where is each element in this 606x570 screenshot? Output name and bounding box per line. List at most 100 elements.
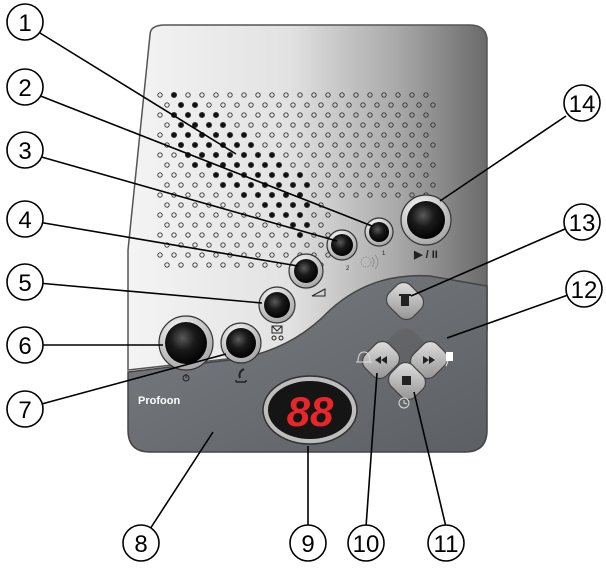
grill-hole xyxy=(353,172,359,178)
grill-hole xyxy=(248,242,254,248)
message-button[interactable] xyxy=(258,286,296,324)
grill-hole xyxy=(381,92,387,98)
grill-hole xyxy=(367,92,373,98)
grill-hole xyxy=(269,252,275,258)
grill-hole xyxy=(191,161,199,169)
callout-10: 10 xyxy=(347,524,385,562)
grill-hole xyxy=(402,162,408,168)
grill-hole xyxy=(402,142,408,148)
grill-hole xyxy=(164,102,170,108)
grill-hole xyxy=(275,161,283,169)
speaker-grill xyxy=(157,91,436,268)
grill-hole xyxy=(402,122,408,128)
grill-hole xyxy=(227,112,233,118)
message-tape-icon xyxy=(271,325,284,341)
grill-hole xyxy=(192,182,198,188)
grill-hole xyxy=(409,92,415,98)
grill-hole xyxy=(283,152,289,158)
grill-hole xyxy=(388,182,394,188)
memory-button-1[interactable] xyxy=(364,217,394,247)
volume-button[interactable] xyxy=(288,253,324,289)
grill-hole xyxy=(353,192,359,198)
grill-hole xyxy=(234,262,240,268)
grill-hole xyxy=(262,242,268,248)
grill-hole xyxy=(318,182,324,188)
play-pause-label: ▶ / II xyxy=(413,249,438,261)
grill-hole xyxy=(360,102,366,108)
grill-hole xyxy=(206,242,212,248)
rewind-button[interactable] xyxy=(358,337,403,382)
bell-icon xyxy=(356,351,372,363)
grill-hole xyxy=(325,132,331,138)
grill-hole xyxy=(261,161,269,169)
grill-hole xyxy=(346,182,352,188)
grill-hole xyxy=(402,102,408,108)
grill-hole xyxy=(164,262,170,268)
grill-hole xyxy=(191,141,199,149)
grill-hole xyxy=(199,232,205,238)
stop-button[interactable] xyxy=(384,358,429,403)
grill-hole xyxy=(282,211,290,219)
handset-button[interactable] xyxy=(220,322,262,364)
grill-hole xyxy=(199,212,205,218)
grill-hole xyxy=(213,232,219,238)
delete-button[interactable] xyxy=(382,278,427,323)
grill-hole xyxy=(184,111,192,119)
display-window: 88 xyxy=(262,375,358,445)
grill-hole xyxy=(381,152,387,158)
grill-hole xyxy=(388,142,394,148)
rewind-icon xyxy=(375,356,387,364)
grill-hole xyxy=(304,162,310,168)
grill-hole xyxy=(268,171,276,179)
callout-9: 9 xyxy=(289,524,327,562)
grill-hole xyxy=(423,112,429,118)
grill-hole xyxy=(353,92,359,98)
grill-hole xyxy=(185,232,191,238)
grill-hole xyxy=(171,212,177,218)
grill-hole xyxy=(171,172,177,178)
play-pause-button[interactable] xyxy=(400,194,452,246)
grill-hole xyxy=(409,132,415,138)
grill-hole xyxy=(388,162,394,168)
grill-hole xyxy=(296,231,304,239)
grill-hole xyxy=(185,252,191,258)
grill-hole xyxy=(275,201,283,209)
grill-hole xyxy=(164,162,170,168)
callout-1: 1 xyxy=(6,3,44,41)
grill-hole xyxy=(164,182,170,188)
grill-hole xyxy=(178,182,184,188)
grill-hole xyxy=(416,102,422,108)
grill-hole xyxy=(199,192,205,198)
grill-hole xyxy=(423,152,429,158)
speaker-icon xyxy=(360,254,379,270)
grill-hole xyxy=(234,202,240,208)
grill-hole xyxy=(303,181,311,189)
grill-hole xyxy=(170,131,178,139)
grill-hole xyxy=(255,112,261,118)
grill-hole xyxy=(254,151,262,159)
grill-hole xyxy=(332,162,338,168)
speaker-alt-icon xyxy=(445,352,453,367)
grill-hole xyxy=(297,132,303,138)
grill-hole xyxy=(374,182,380,188)
grill-hole xyxy=(402,182,408,188)
svg-text:6: 6 xyxy=(18,333,31,360)
svg-text:12: 12 xyxy=(571,277,598,304)
grill-hole xyxy=(269,112,275,118)
grill-hole xyxy=(388,122,394,128)
grill-hole xyxy=(283,232,289,238)
grill-hole xyxy=(416,162,422,168)
grill-hole xyxy=(234,102,240,108)
grill-hole xyxy=(220,222,226,228)
memory-button-2[interactable] xyxy=(326,229,358,261)
grill-hole xyxy=(290,142,296,148)
grill-hole xyxy=(157,132,163,138)
callout-4: 4 xyxy=(6,200,44,238)
grill-hole xyxy=(178,242,184,248)
callout-12: 12 xyxy=(565,270,603,308)
grill-hole xyxy=(289,221,297,229)
power-button[interactable] xyxy=(158,315,214,371)
grill-hole xyxy=(206,262,212,268)
grill-hole xyxy=(360,182,366,188)
callout-leaders xyxy=(37,32,569,530)
